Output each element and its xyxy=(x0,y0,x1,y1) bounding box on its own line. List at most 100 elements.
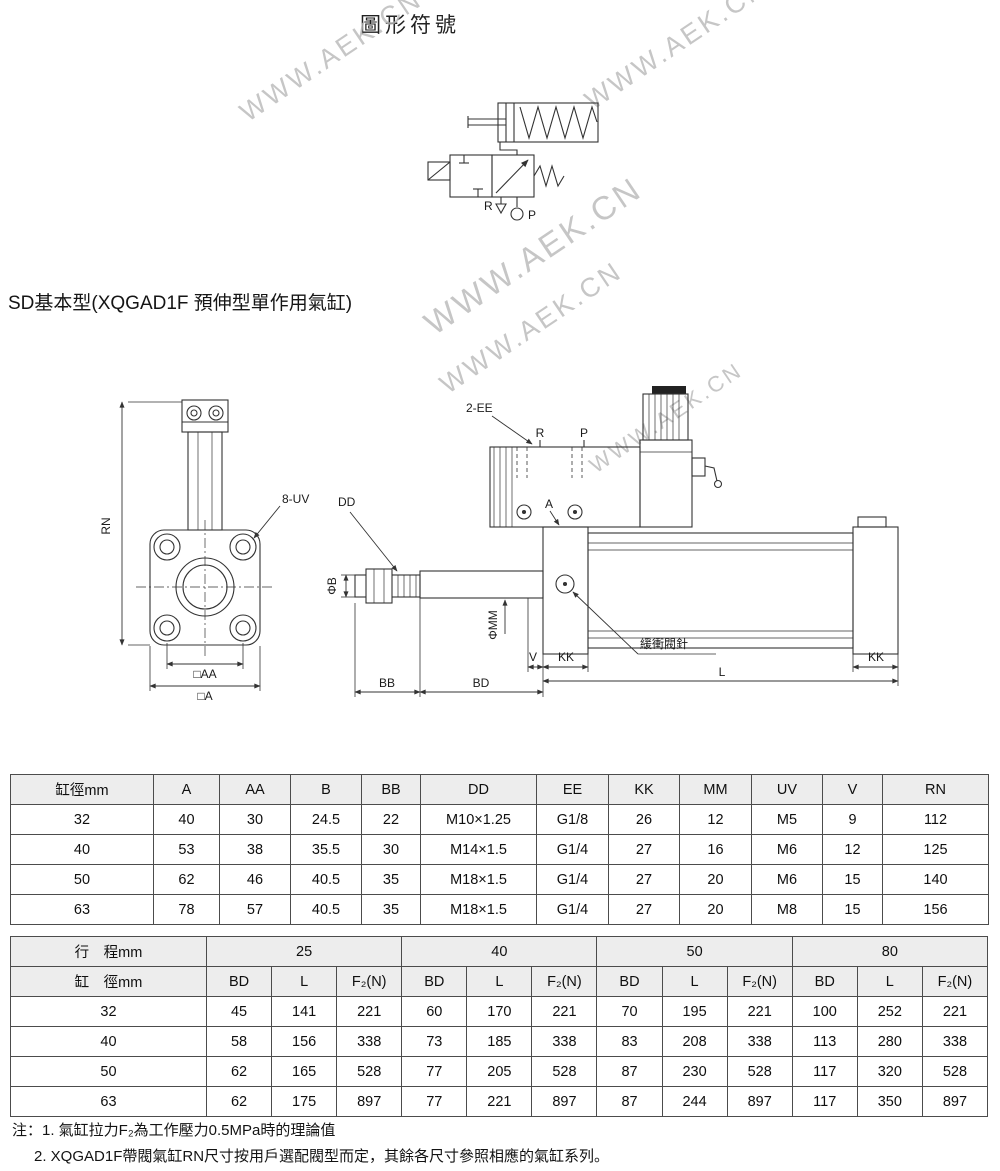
table-cell: M8 xyxy=(751,894,823,925)
col-header: BB xyxy=(361,774,421,805)
table-cell: 9 xyxy=(822,804,883,835)
dim-label-kk: KK xyxy=(558,650,574,664)
dim-label-kk-right: KK xyxy=(868,650,884,664)
side-view-dimensions xyxy=(341,415,899,697)
col-header: V xyxy=(822,774,883,805)
table-cell: 897 xyxy=(336,1086,403,1117)
sub-header: BD xyxy=(205,966,273,997)
table-subheader-row: 缸 徑mm BD L F₂(N) BD L F₂(N) BD L F₂(N) B… xyxy=(10,966,989,997)
table-cell: 280 xyxy=(856,1026,923,1057)
sub-header: F₂(N) xyxy=(726,966,793,997)
table-cell: 252 xyxy=(856,996,923,1027)
table-cell: 83 xyxy=(596,1026,663,1057)
table-cell: 62 xyxy=(205,1086,273,1117)
sub-header: BD xyxy=(401,966,468,997)
col-header: EE xyxy=(536,774,609,805)
table-cell: 320 xyxy=(856,1056,923,1087)
dim-label-bb: BB xyxy=(379,676,395,690)
table-cell: 175 xyxy=(271,1086,338,1117)
stroke-value-header: 25 xyxy=(205,936,403,967)
table-cell: 15 xyxy=(822,894,883,925)
table-cell: 897 xyxy=(921,1086,989,1117)
table-cell: 27 xyxy=(608,864,680,895)
table-row: 40 53 38 35.5 30 M14×1.5 G1/4 27 16 M6 1… xyxy=(10,834,989,865)
table-cell: 50 xyxy=(10,864,154,895)
dim-label-l: L xyxy=(719,665,726,679)
stroke-value-header: 80 xyxy=(791,936,989,967)
dim-label-2ee: 2-EE xyxy=(466,401,493,415)
table-cell: 53 xyxy=(153,834,220,865)
table-cell: 244 xyxy=(661,1086,728,1117)
sub-header: L xyxy=(466,966,533,997)
note-1: 注：1. 氣缸拉力F₂為工作壓力0.5MPa時的理論值 xyxy=(12,1122,336,1139)
table-cell: 528 xyxy=(921,1056,989,1087)
table-cell: 897 xyxy=(531,1086,598,1117)
col-header: AA xyxy=(219,774,291,805)
table-cell: 20 xyxy=(679,894,752,925)
table-row: 50 62 46 40.5 35 M18×1.5 G1/4 27 20 M6 1… xyxy=(10,864,989,895)
table-cell: 24.5 xyxy=(290,804,362,835)
table-cell: 35 xyxy=(361,894,421,925)
section-title: SD基本型(XQGAD1F 預伸型單作用氣缸) xyxy=(8,293,353,314)
table-cell: 87 xyxy=(596,1086,663,1117)
table-row: 40 58 156 338 73 185 338 83 208 338 113 … xyxy=(10,1026,989,1057)
table-cell: 12 xyxy=(679,804,752,835)
table-row: 32 45 141 221 60 170 221 70 195 221 100 … xyxy=(10,996,989,1027)
table-cell: 208 xyxy=(661,1026,728,1057)
sub-header: F₂(N) xyxy=(531,966,598,997)
table-cell: G1/4 xyxy=(536,864,609,895)
table-cell: 141 xyxy=(271,996,338,1027)
table-cell: 156 xyxy=(882,894,989,925)
spring-cylinder-symbol xyxy=(467,102,599,143)
table-cell: 32 xyxy=(10,804,154,835)
table-cell: 78 xyxy=(153,894,220,925)
table-cell: 338 xyxy=(726,1026,793,1057)
table-cell: 73 xyxy=(401,1026,468,1057)
dim-label-aa: □AA xyxy=(193,667,216,681)
table-cell: 60 xyxy=(401,996,468,1027)
table-cell: 63 xyxy=(10,1086,207,1117)
table-cell: 40 xyxy=(153,804,220,835)
sub-header: F₂(N) xyxy=(336,966,403,997)
port-label-p: P xyxy=(528,208,536,222)
table-row: 50 62 165 528 77 205 528 87 230 528 117 … xyxy=(10,1056,989,1087)
sub-header: L xyxy=(271,966,338,997)
dim-label-uv: 8-UV xyxy=(282,492,309,506)
table-cell: 350 xyxy=(856,1086,923,1117)
table-cell: 30 xyxy=(219,804,291,835)
col-header: A xyxy=(153,774,220,805)
table-cell: 62 xyxy=(205,1056,273,1087)
table-cell: 77 xyxy=(401,1056,468,1087)
table-cell: 221 xyxy=(336,996,403,1027)
cylinder-technical-drawing: RN 8-UV □AA □A xyxy=(99,386,899,703)
table-cell: 20 xyxy=(679,864,752,895)
stroke-header: 行 程mm xyxy=(10,936,207,967)
table-cell: 117 xyxy=(791,1056,858,1087)
col-header: B xyxy=(290,774,362,805)
table-cell: 46 xyxy=(219,864,291,895)
port-label-r: R xyxy=(536,426,545,440)
table-cell: M14×1.5 xyxy=(420,834,537,865)
side-view-geometry xyxy=(354,516,899,655)
table-cell: 27 xyxy=(608,834,680,865)
table-cell: M10×1.25 xyxy=(420,804,537,835)
table-cell: 62 xyxy=(153,864,220,895)
table-cell: 221 xyxy=(466,1086,533,1117)
table-cell: 45 xyxy=(205,996,273,1027)
table-cell: 125 xyxy=(882,834,989,865)
table-cell: 170 xyxy=(466,996,533,1027)
port-label-a: A xyxy=(545,497,553,511)
table-header-row: 行 程mm 25 40 50 80 xyxy=(10,936,989,967)
pneumatic-circuit-symbol: R P xyxy=(427,102,599,222)
front-view-dimensions xyxy=(119,401,281,691)
col-header: MM xyxy=(679,774,752,805)
table-cell: 140 xyxy=(882,864,989,895)
table-cell: 35 xyxy=(361,864,421,895)
col-header: DD xyxy=(420,774,537,805)
table-header-row: 缸徑mm A AA B BB DD EE KK MM UV V RN xyxy=(10,774,989,805)
table-row: 63 78 57 40.5 35 M18×1.5 G1/4 27 20 M8 1… xyxy=(10,894,989,925)
col-header: 缸徑mm xyxy=(10,774,154,805)
sub-header: L xyxy=(661,966,728,997)
table-cell: 26 xyxy=(608,804,680,835)
table-cell: 205 xyxy=(466,1056,533,1087)
